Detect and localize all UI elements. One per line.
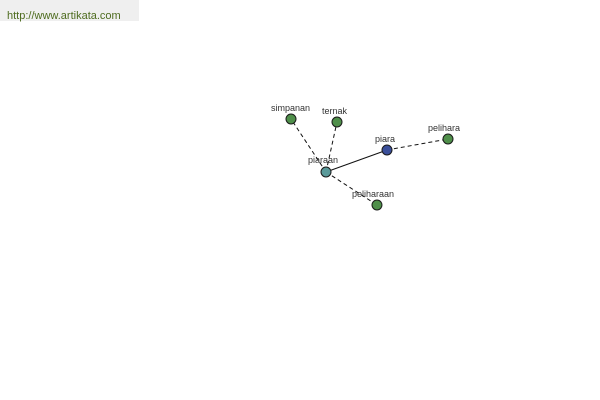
edge-piaraan-peliharaan [325, 171, 378, 206]
node-simpanan[interactable]: simpanan [271, 103, 310, 125]
edge-piara-pelihara [386, 138, 449, 151]
nodes-layer: piaraan piara pelihara simpanan ternak peliha… [271, 103, 460, 211]
node-circle-peliharaan[interactable] [371, 199, 383, 211]
node-piara[interactable]: piara [375, 134, 395, 156]
node-label-simpanan: simpanan [271, 103, 310, 113]
node-label-piaraan: piaraan [308, 155, 338, 165]
node-circle-simpanan[interactable] [285, 113, 297, 125]
node-circle-ternak[interactable] [331, 116, 343, 128]
node-circle-piara[interactable] [381, 144, 393, 156]
edge-piaraan-simpanan [290, 118, 327, 173]
node-ternak[interactable]: ternak [322, 106, 348, 128]
node-piaraan[interactable]: piaraan [308, 155, 338, 178]
node-label-peliharaan: peliharaan [352, 189, 394, 199]
edge-piaraan-piara [325, 149, 388, 173]
source-banner: http://www.artikata.com [0, 0, 139, 22]
node-circle-pelihara[interactable] [442, 133, 454, 145]
node-pelihara[interactable]: pelihara [428, 123, 460, 145]
node-peliharaan[interactable]: peliharaan [352, 189, 394, 211]
node-label-pelihara: pelihara [428, 123, 460, 133]
edge-piaraan-ternak [325, 121, 338, 173]
edges-layer [290, 118, 449, 206]
node-circle-piaraan[interactable] [320, 166, 332, 178]
node-label-piara: piara [375, 134, 395, 144]
source-link[interactable]: http://www.artikata.com [7, 10, 121, 22]
node-label-ternak: ternak [322, 106, 348, 116]
